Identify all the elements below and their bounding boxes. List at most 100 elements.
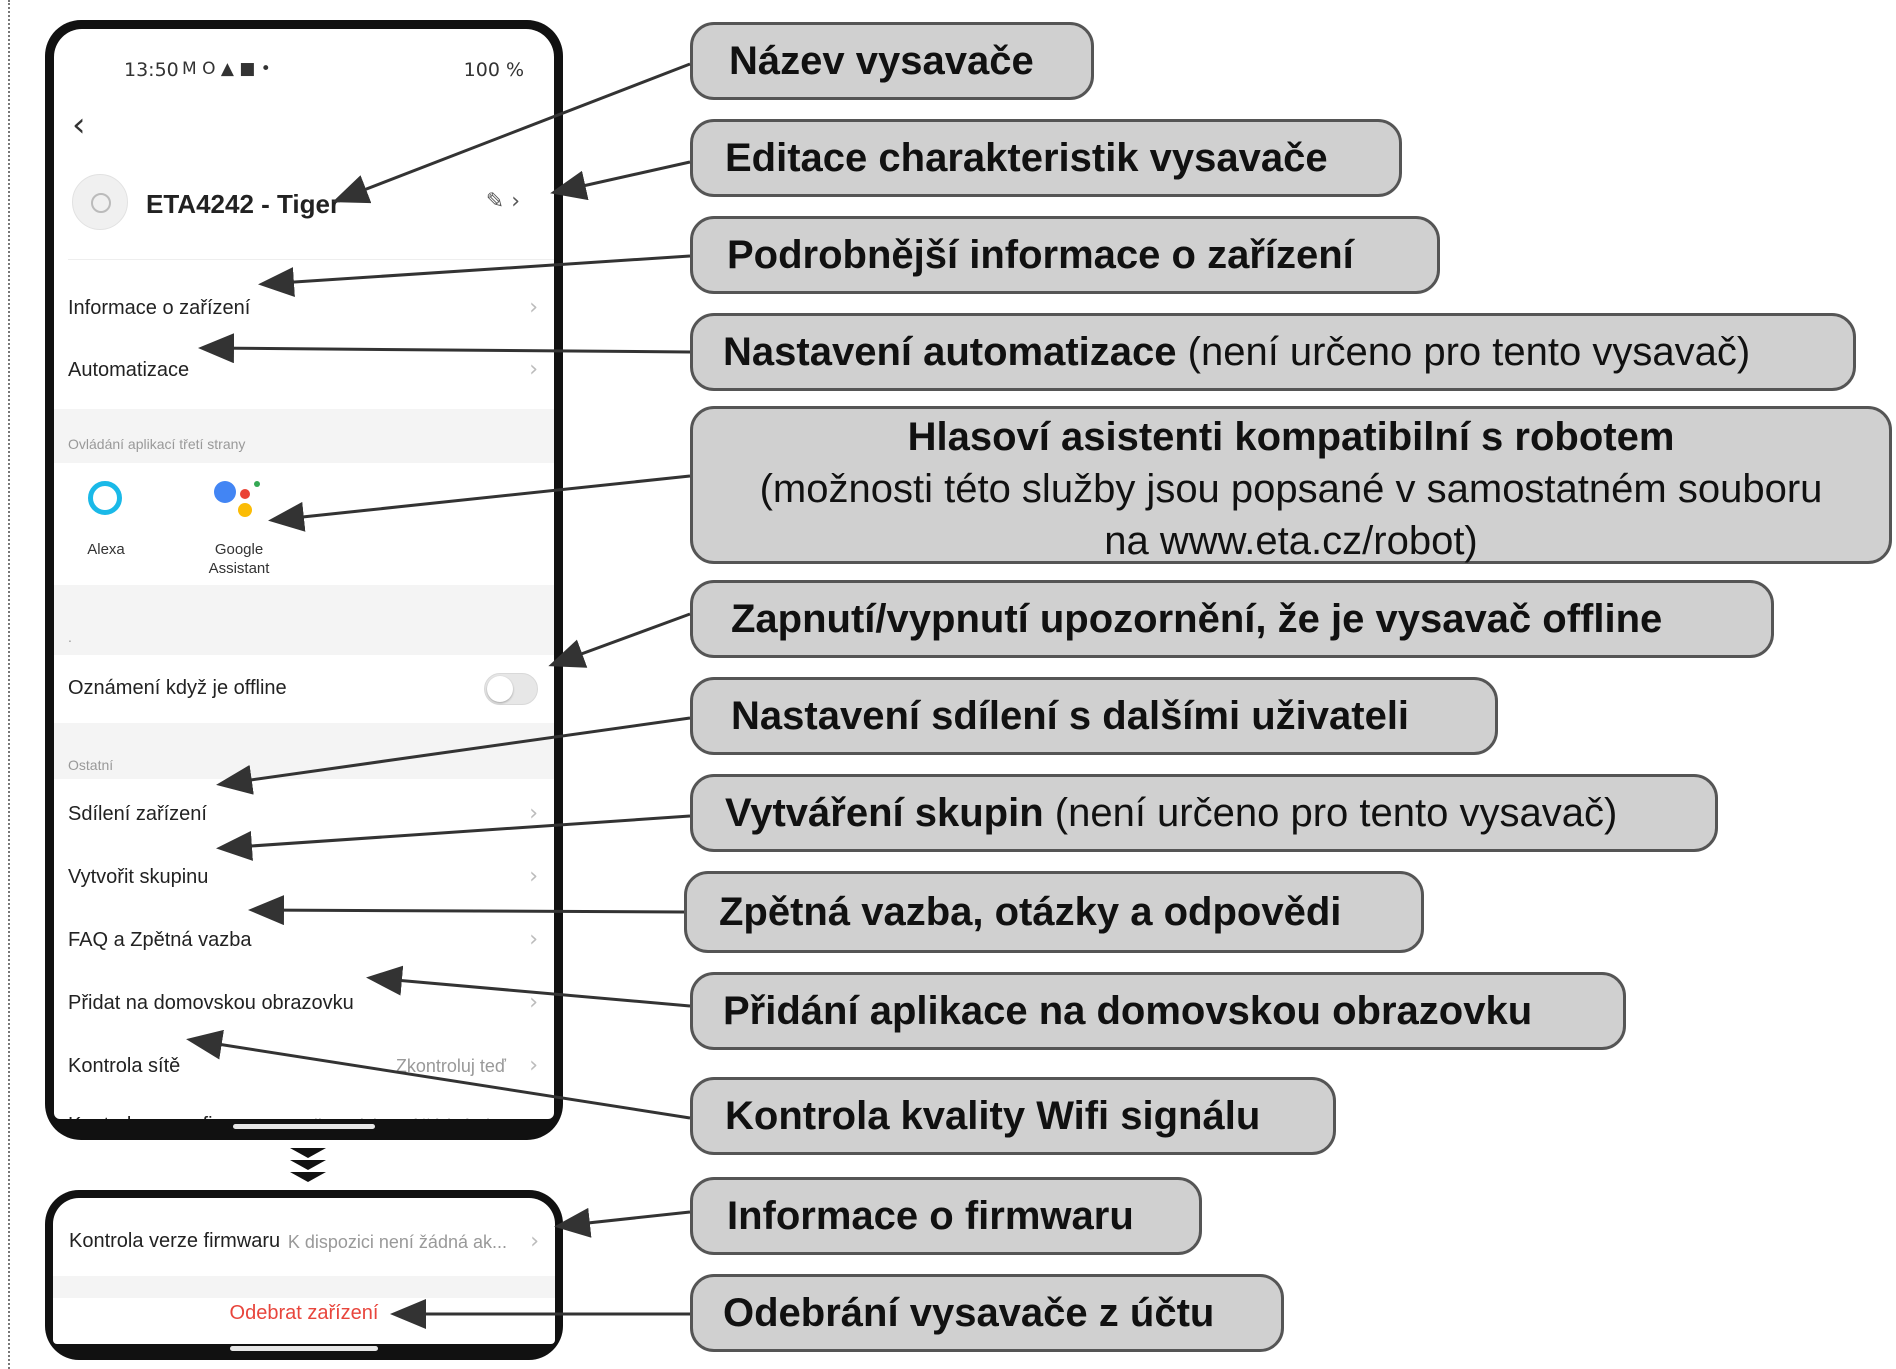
row-faq[interactable]: FAQ a Zpětná vazba ›	[54, 909, 554, 969]
callout-text: Vytváření skupin	[725, 791, 1044, 835]
chevron-right-icon: ›	[529, 295, 538, 320]
section-gap	[53, 1276, 555, 1298]
callout-voice-assistants: Hlasoví asistenti kompatibilní s robotem…	[690, 406, 1892, 564]
home-indicator	[233, 1124, 375, 1129]
chevron-right-icon: ›	[529, 990, 538, 1015]
section-label: Ostatní	[68, 757, 114, 773]
row-label: Kontrola verze firmwaru	[69, 1230, 281, 1252]
phone-frame-bottom: Kontrola verze firmwaru K dispozici není…	[45, 1190, 563, 1360]
google-assistant-icon[interactable]	[214, 481, 262, 525]
dotted-page-edge	[8, 0, 10, 1369]
callout-text: Kontrola kvality Wifi signálu	[725, 1094, 1261, 1138]
callout-device-info: Podrobnější informace o zařízení	[690, 216, 1440, 294]
arrow	[332, 62, 691, 204]
callout-wifi: Kontrola kvality Wifi signálu	[690, 1077, 1336, 1155]
arrow	[216, 814, 691, 861]
callout-firmware: Informace o firmwaru	[690, 1177, 1202, 1255]
section-label: Ovládání aplikací třetí strany	[68, 436, 246, 452]
row-label: Kontrola sítě	[68, 1055, 181, 1077]
alexa-label: Alexa	[87, 541, 125, 558]
arrow	[258, 254, 691, 298]
callout-text: Zapnutí/vypnutí upozornění, že je vysava…	[731, 597, 1663, 641]
callout-home-screen: Přidání aplikace na domovskou obrazovku	[690, 972, 1626, 1050]
row-share-device[interactable]: Sdílení zařízení ›	[54, 783, 554, 843]
callout-text: Hlasoví asistenti kompatibilní s robotem	[907, 415, 1675, 459]
arrow	[248, 895, 685, 926]
callout-edit: Editace charakteristik vysavače	[690, 119, 1402, 197]
callout-offline: Zapnutí/vypnutí upozornění, že je vysava…	[690, 580, 1774, 658]
status-time: 13:50	[124, 59, 179, 81]
chevron-right-icon: ›	[529, 1053, 538, 1078]
back-icon[interactable]: ‹	[72, 105, 86, 145]
row-label: Přidat na domovskou obrazovku	[68, 992, 354, 1014]
callout-sharing: Nastavení sdílení s dalšími uživateli	[690, 677, 1498, 755]
row-label: Vytvořit skupinu	[68, 866, 209, 888]
row-value: K dispozici není žádná ak...	[291, 1116, 510, 1119]
row-device-info[interactable]: Informace o zařízení ›	[54, 279, 554, 339]
callout-text: Odebrání vysavače z účtu	[723, 1291, 1215, 1335]
section-offline: .	[54, 585, 554, 655]
row-firmware-check-bottom[interactable]: Kontrola verze firmwaru K dispozici není…	[53, 1208, 555, 1268]
arrow	[550, 160, 691, 201]
chevron-right-icon: ›	[529, 927, 538, 952]
row-label: Oznámení když je offline	[68, 677, 287, 699]
device-avatar	[72, 174, 128, 230]
callout-text: Editace charakteristik vysavače	[725, 136, 1328, 180]
arrow	[198, 333, 691, 364]
row-offline-notification[interactable]: Oznámení když je offline	[54, 659, 554, 719]
remove-device-button[interactable]: Odebrat zařízení	[229, 1302, 379, 1324]
status-battery: 100 %	[463, 59, 524, 81]
chevron-right-icon: ›	[529, 864, 538, 889]
divider	[68, 259, 554, 260]
phone-screen-bottom: Kontrola verze firmwaru K dispozici není…	[53, 1198, 555, 1344]
arrow	[216, 716, 691, 795]
row-label: Kontrola verze firmwaru	[68, 1114, 279, 1119]
arrow	[268, 474, 691, 532]
chevron-right-icon: ›	[530, 1229, 539, 1254]
row-label: FAQ a Zpětná vazba	[68, 929, 252, 951]
section-third-party: Ovládání aplikací třetí strany	[54, 409, 554, 463]
callout-text: Zpětná vazba, otázky a odpovědi	[719, 890, 1342, 934]
row-network-check[interactable]: Kontrola sítě Zkontroluj teď ›	[54, 1035, 554, 1095]
row-value: K dispozici není žádná ak...	[287, 1232, 507, 1252]
google-assistant-label-line1: Google	[214, 541, 264, 558]
row-add-home[interactable]: Přidat na domovskou obrazovku ›	[54, 972, 554, 1032]
callout-text-normal: (není určeno pro tento vysavač)	[1187, 330, 1751, 374]
callout-text-line3: na www.eta.cz/robot)	[1104, 519, 1478, 563]
offline-toggle[interactable]	[484, 673, 538, 705]
callout-text: Přidání aplikace na domovskou obrazovku	[723, 989, 1533, 1033]
phone-screen: 13:50 M O ▲ ■ • 100 % ‹ ETA4242 - Tiger …	[54, 29, 554, 1119]
callout-faq: Zpětná vazba, otázky a odpovědi	[684, 871, 1424, 953]
arrow	[186, 1029, 691, 1120]
home-indicator	[230, 1346, 378, 1351]
row-firmware-check[interactable]: Kontrola verze firmwaru K dispozici není…	[54, 1098, 554, 1119]
callout-text: Informace o firmwaru	[727, 1194, 1134, 1238]
scroll-down-icon	[290, 1148, 326, 1182]
edit-icon[interactable]: ✎ ›	[485, 189, 520, 214]
callout-text: Název vysavače	[729, 39, 1034, 83]
arrow	[548, 612, 691, 668]
callout-text-normal: (není určeno pro tento vysavač)	[1054, 791, 1618, 835]
callout-text: Nastavení sdílení s dalšími uživateli	[731, 694, 1410, 738]
section-label: .	[68, 629, 72, 645]
callout-remove: Odebrání vysavače z účtu	[690, 1274, 1284, 1352]
row-value: Zkontroluj teď	[395, 1056, 506, 1076]
chevron-right-icon: ›	[529, 357, 538, 382]
google-assistant-label-line2: Assistant	[208, 560, 270, 577]
section-other: Ostatní	[54, 723, 554, 779]
row-label: Automatizace	[68, 359, 190, 381]
callout-text: Podrobnější informace o zařízení	[727, 233, 1354, 277]
alexa-icon[interactable]	[88, 481, 122, 515]
callout-device-name: Název vysavače	[690, 22, 1094, 100]
row-automation[interactable]: Automatizace ›	[54, 341, 554, 401]
callout-text: Nastavení automatizace	[723, 330, 1177, 374]
callout-groups: Vytváření skupin (není určeno pro tento …	[690, 774, 1718, 852]
row-create-group[interactable]: Vytvořit skupinu ›	[54, 846, 554, 906]
row-label: Sdílení zařízení	[68, 803, 207, 825]
device-title: ETA4242 - Tiger	[146, 189, 341, 219]
row-label: Informace o zařízení	[68, 297, 251, 319]
arrow	[366, 965, 691, 1008]
callout-text-line2: (možnosti této služby jsou popsané v sam…	[759, 467, 1823, 511]
callout-automation: Nastavení automatizace (není určeno pro …	[690, 313, 1856, 391]
